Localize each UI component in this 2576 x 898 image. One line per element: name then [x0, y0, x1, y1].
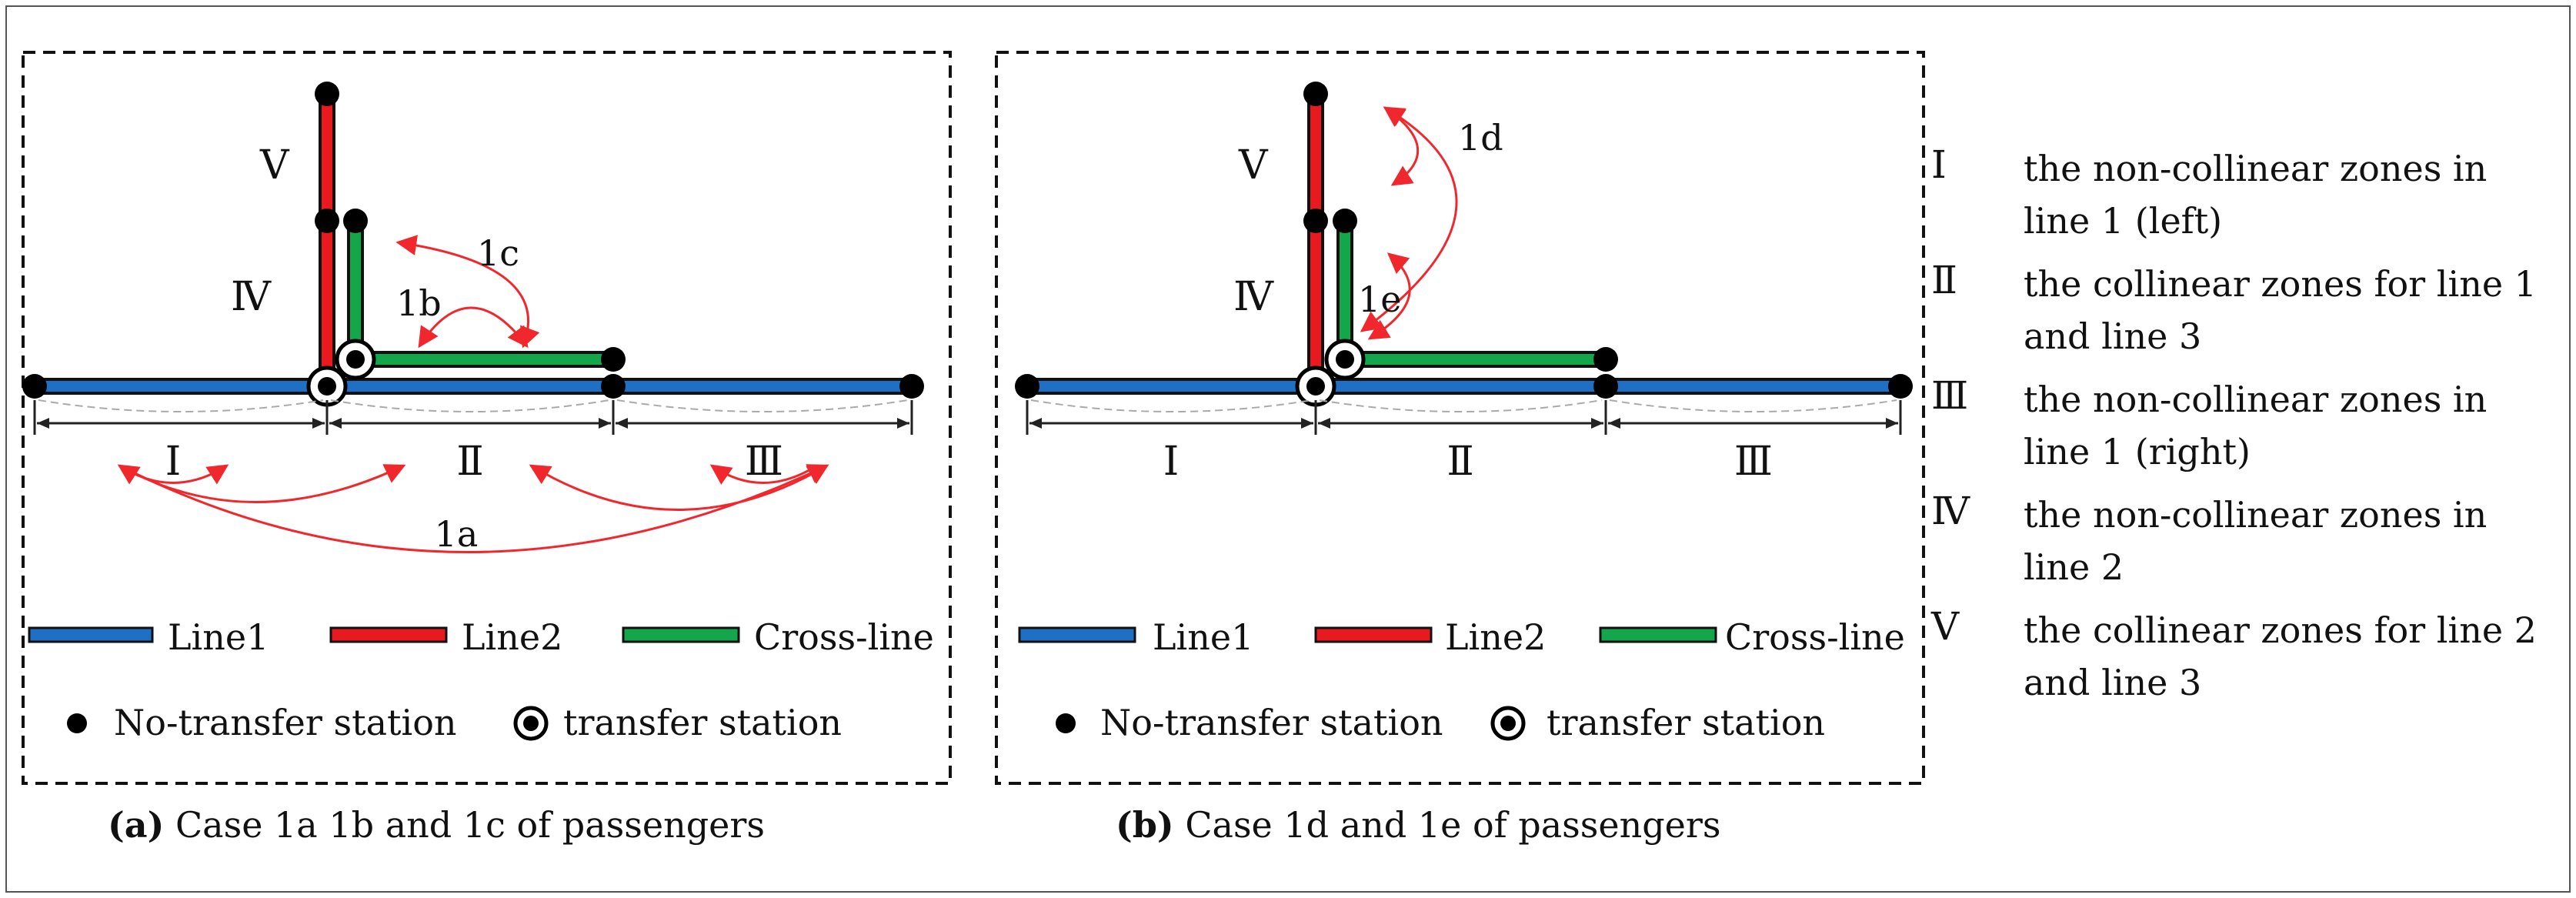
flow-arrow-1a-zone2 [118, 464, 406, 503]
caption-letter-b: (b) [1116, 804, 1174, 846]
no-transfer-station [343, 209, 368, 233]
no-transfer-station [1593, 374, 1618, 399]
flow-arrow-1c [395, 235, 540, 349]
zone-dimensions [1026, 400, 1902, 435]
caption-letter-a: (a) [108, 804, 165, 846]
no-transfer-station [22, 374, 47, 399]
zone-description-number: Ⅱ [1931, 258, 1957, 302]
zone-label-iii: Ⅲ [745, 439, 783, 485]
zone-label-ii: Ⅱ [456, 439, 483, 485]
flow-label-1b: 1b [396, 282, 442, 324]
zone-dimensions [33, 400, 913, 435]
zone-dimension-arrowheads [37, 418, 909, 429]
flow-label-1e: 1e [1358, 279, 1402, 320]
zone-description-text: the non-collinear zones in line 1 (left) [2024, 148, 2488, 242]
transfer-station [1295, 366, 1336, 407]
flow-arrow-1a [118, 464, 829, 553]
no-transfer-station [601, 374, 626, 399]
zone-description-text: the collinear zones for line 2 and line … [2024, 609, 2537, 703]
zone-description-text: the non-collinear zones in line 1 (right… [2024, 379, 2488, 472]
zone-description-number: Ⅰ [1931, 142, 1947, 187]
legend-no-transfer-icon [1056, 713, 1076, 733]
zone-label-i: Ⅰ [165, 439, 182, 485]
zone-dimension-arrowheads [1029, 418, 1898, 429]
flow-arrow-zone3 [709, 464, 818, 485]
legend-swatch-cross-line [622, 626, 740, 643]
legend-swatch-line1 [28, 626, 154, 643]
legend-swatch-cross-line [1599, 626, 1717, 643]
legend-swatch-line2 [1314, 626, 1433, 643]
flow-arrows [117, 235, 829, 553]
zone-description-number: Ⅴ [1931, 604, 1960, 649]
zone-description-number: Ⅲ [1931, 373, 1969, 418]
legend-panel-a: Line1 Line2 Cross-line No-transfer stati… [28, 616, 934, 743]
legend-label-no-transfer: No-transfer station [114, 702, 457, 743]
legend-transfer-icon [1490, 706, 1526, 741]
zone-label-v: Ⅴ [1238, 142, 1269, 189]
zone-label-iv: Ⅳ [1233, 274, 1274, 320]
no-transfer-station [1303, 209, 1328, 233]
legend-label-line2: Line2 [1445, 616, 1546, 658]
legend-label-line2: Line2 [462, 616, 562, 658]
panel-a-frame [22, 51, 952, 785]
legend-label-line1: Line1 [1153, 616, 1253, 658]
no-transfer-station [601, 347, 626, 372]
no-transfer-station [1303, 82, 1328, 106]
flow-arrow-zone5 [1383, 106, 1420, 186]
legend-no-transfer-icon [67, 713, 87, 733]
flow-label-1c: 1c [477, 232, 519, 274]
zone-description-text: the collinear zones for line 1 and line … [2024, 263, 2537, 357]
transfer-station [1324, 339, 1366, 380]
transfer-station [306, 366, 348, 407]
zone-description-number: Ⅳ [1931, 489, 1970, 533]
legend-swatch-line1 [1018, 626, 1136, 643]
no-transfer-station [1593, 347, 1618, 372]
zone-label-v: Ⅴ [259, 142, 290, 189]
no-transfer-station [1888, 374, 1913, 399]
flow-arrow-1e [1367, 252, 1411, 340]
panel-b-frame [995, 51, 1925, 785]
zone-label-ii: Ⅱ [1446, 439, 1473, 485]
legend-transfer-icon [513, 706, 549, 741]
zone-dashed-arcs [38, 399, 909, 412]
zone-label-i: Ⅰ [1163, 439, 1180, 485]
no-transfer-station [315, 209, 339, 233]
flow-arrows [1360, 106, 1458, 340]
panel-b: Ⅴ Ⅳ Ⅰ Ⅱ Ⅲ 1d 1e Line1 Line2 Cross-line N… [995, 51, 1925, 785]
caption-text-b: Case 1d and 1e of passengers [1185, 804, 1721, 846]
no-transfer-station [1333, 209, 1357, 233]
legend-swatch-line2 [329, 626, 448, 643]
legend-label-transfer: transfer station [563, 702, 842, 743]
transfer-station [335, 339, 376, 380]
legend-label-no-transfer: No-transfer station [1100, 702, 1443, 743]
flow-arrow-zone2-zone3 [529, 464, 829, 511]
no-transfer-station [315, 82, 339, 106]
no-transfer-station [1015, 374, 1039, 399]
zone-description-text: the non-collinear zones in line 2 [2024, 494, 2488, 588]
caption-panel-a: (a) Case 1a 1b and 1c of passengers [108, 804, 765, 846]
flow-label-1a: 1a [435, 513, 479, 555]
caption-panel-b: (b) Case 1d and 1e of passengers [1116, 804, 1721, 846]
caption-text-a: Case 1a 1b and 1c of passengers [175, 804, 765, 846]
flow-label-1d: 1d [1458, 117, 1503, 159]
panel-a: Ⅴ Ⅳ Ⅰ Ⅱ Ⅲ 1a 1b 1c Line1 Line2 Cross-lin… [22, 51, 952, 785]
legend-label-line1: Line1 [168, 616, 269, 658]
zone-label-iii: Ⅲ [1734, 439, 1773, 485]
zone-label-iv: Ⅳ [231, 274, 272, 320]
zone-dashed-arcs [1030, 399, 1897, 412]
outer-frame [5, 5, 2571, 893]
legend-label-transfer: transfer station [1547, 702, 1825, 743]
legend-panel-b: Line1 Line2 Cross-line No-transfer stati… [1018, 616, 1905, 743]
legend-label-cross-line: Cross-line [1725, 616, 1905, 658]
no-transfer-station [899, 374, 924, 399]
legend-label-cross-line: Cross-line [754, 616, 934, 658]
